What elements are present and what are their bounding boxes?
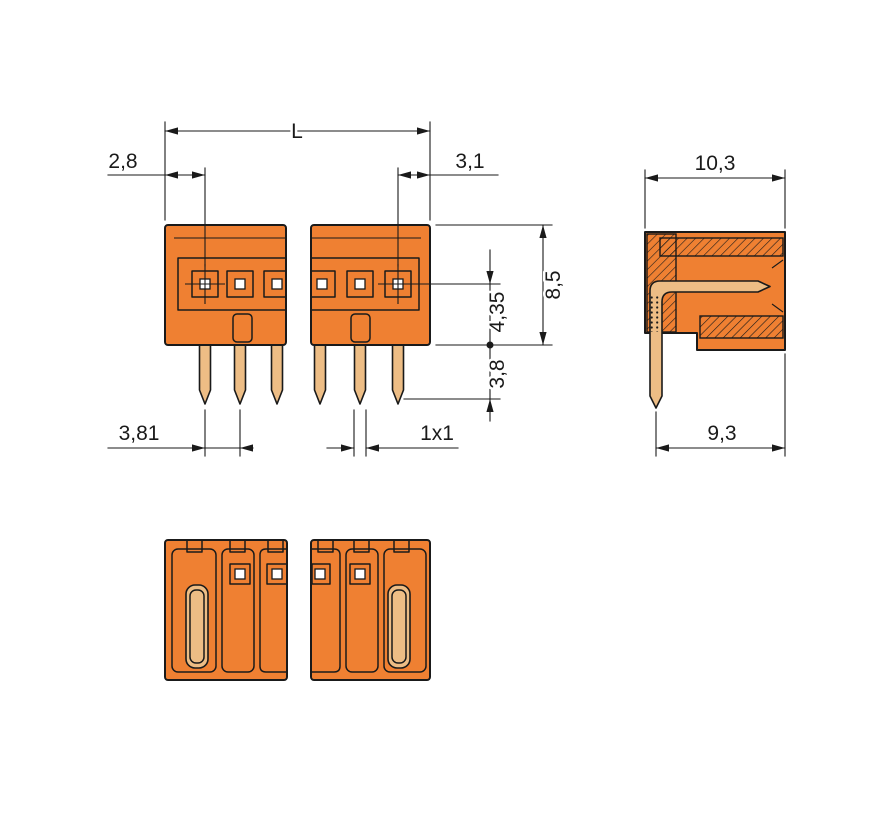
housing-block-left — [164, 224, 287, 346]
contact-crosshair — [185, 264, 418, 304]
dim-label-housing-depth: 10,3 — [695, 152, 736, 175]
dim-label-first-pin-offset: 2,8 — [108, 150, 137, 173]
cell-outline — [221, 548, 255, 673]
contact-window — [234, 278, 246, 290]
arrowhead — [341, 444, 354, 452]
latch-slot — [387, 584, 411, 669]
arrowhead — [645, 174, 658, 182]
pin-holes — [229, 563, 371, 585]
contact-window — [271, 278, 283, 290]
cavity-chamfer — [771, 303, 784, 313]
arrowhead — [539, 332, 547, 345]
arrowhead — [772, 444, 785, 452]
solder-pin — [270, 345, 284, 405]
cell-outline-partial — [259, 548, 287, 673]
side-dimensions: 10,3 9,3 — [644, 150, 786, 457]
contact-channel — [177, 257, 286, 311]
contact-square — [346, 270, 374, 298]
solder-pin — [391, 345, 405, 405]
latch-slot-inner — [391, 589, 407, 664]
contact-square — [226, 270, 254, 298]
front-dimensions: L 2,8 3,1 8,5 4,35 — [106, 118, 568, 457]
front-housing — [164, 224, 431, 346]
arrowhead — [486, 399, 494, 412]
dim-label-pin-axis-front: 9,3 — [707, 422, 736, 445]
arrowhead — [539, 225, 547, 238]
arrowhead — [398, 171, 411, 179]
solder-pin — [233, 345, 247, 405]
contact-square-partial — [263, 270, 286, 298]
latch-slot-inner — [189, 589, 205, 664]
housing-block-right — [310, 224, 431, 346]
section-hatch-bottom — [699, 315, 784, 339]
cell-outline — [345, 548, 379, 673]
dim-label-contact-axis: 4,35 — [486, 292, 509, 333]
solder-pin — [353, 345, 367, 405]
latch-recess — [350, 313, 371, 343]
arrowhead — [417, 127, 430, 135]
arrowhead — [240, 444, 253, 452]
cell-outline — [171, 548, 217, 673]
latch-slot — [185, 584, 209, 669]
bottom-block-left — [164, 539, 288, 681]
solder-pin — [313, 345, 327, 405]
dim-label-pitch: 3,81 — [119, 422, 160, 445]
dim-label-pin-length: 3,8 — [486, 359, 509, 388]
section-hatch-top — [659, 237, 784, 257]
arrowhead — [486, 271, 494, 284]
contact-window — [354, 278, 366, 290]
arrowhead — [192, 171, 205, 179]
side-view: 10,3 9,3 — [644, 150, 786, 457]
arrowhead — [366, 444, 379, 452]
arrowhead — [417, 171, 430, 179]
solder-pin — [198, 345, 212, 405]
dim-label-total-length: L — [291, 120, 303, 143]
arrowhead — [656, 444, 669, 452]
cell-outline — [383, 548, 427, 673]
contact-square-partial — [311, 270, 336, 298]
dim-label-last-pin-offset: 3,1 — [455, 150, 484, 173]
cavity-chamfer — [771, 259, 784, 269]
pin-knurl — [650, 294, 662, 332]
top-notches — [186, 539, 410, 553]
cell-outline-partial — [311, 548, 341, 673]
bottom-view — [164, 539, 431, 681]
latch-recess — [232, 313, 253, 343]
front-view: L 2,8 3,1 8,5 4,35 — [106, 118, 568, 457]
arrowhead — [165, 171, 178, 179]
dim-label-pin-section: 1x1 — [420, 422, 454, 445]
arrowhead — [772, 174, 785, 182]
dim-label-housing-height: 8,5 — [542, 270, 565, 299]
arrowhead — [192, 444, 205, 452]
contact-window — [316, 278, 328, 290]
arrowhead — [165, 127, 178, 135]
front-solder-pins — [198, 345, 405, 405]
right-angle-pin — [649, 280, 771, 409]
bottom-block-right — [310, 539, 431, 681]
